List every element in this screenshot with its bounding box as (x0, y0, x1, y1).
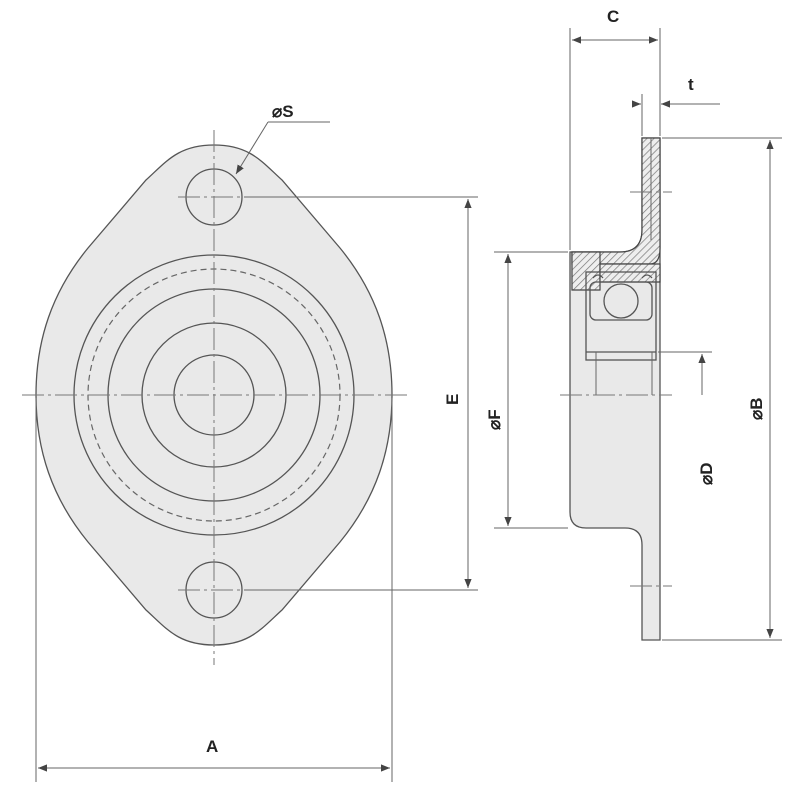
dimension-c: C (569, 7, 661, 250)
dimension-s: ⌀S (235, 102, 330, 175)
housing-section-hatch-2 (599, 263, 661, 283)
label-t: t (688, 75, 694, 94)
dimension-b: ⌀B (662, 137, 782, 641)
label-d: ⌀D (697, 462, 716, 485)
flange-section-hatch (571, 137, 661, 265)
label-c: C (607, 7, 619, 26)
dimension-a: A (35, 398, 393, 782)
dimension-d: ⌀D (658, 351, 716, 485)
housing-section-hatch (571, 251, 601, 291)
dimension-t: t (632, 75, 720, 136)
label-f: ⌀F (485, 409, 504, 430)
label-s: ⌀S (272, 102, 294, 121)
label-a: A (206, 737, 218, 756)
side-view (560, 137, 672, 641)
dimension-e: E (244, 196, 478, 591)
front-view (22, 130, 408, 665)
seal-right (641, 274, 653, 279)
bearing-outline (585, 271, 657, 361)
label-b: ⌀B (747, 397, 766, 420)
label-e: E (443, 394, 462, 405)
seal-left (592, 274, 604, 279)
bearing-outer-race (589, 281, 653, 321)
ball (603, 283, 639, 319)
dimension-f: ⌀F (485, 251, 568, 529)
